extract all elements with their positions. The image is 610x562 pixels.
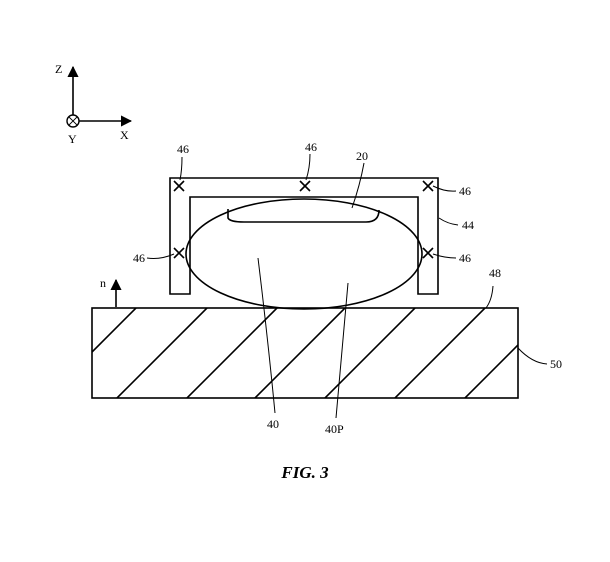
label-48: 48 (489, 266, 501, 280)
y-axis-into-page-icon (66, 114, 80, 128)
label-50: 50 (550, 357, 562, 371)
coordinate-axes: Z X Y (55, 62, 133, 146)
label-46-middle-left: 46 (133, 251, 145, 265)
substrate-rect (91, 307, 519, 399)
y-axis-label: Y (68, 132, 77, 146)
normal-vector: n (100, 276, 122, 307)
element-20 (227, 209, 380, 223)
x-marker-icon (173, 180, 185, 192)
holder-44 (169, 177, 439, 295)
substrate-hatching (92, 308, 518, 398)
x-marker-icon (299, 180, 311, 192)
label-40p: 40P (325, 422, 344, 436)
markers-46 (173, 180, 434, 259)
label-46-middle-right: 46 (459, 251, 471, 265)
reference-labels: 46 46 20 46 44 46 46 48 50 40 40P (133, 140, 562, 436)
label-20: 20 (356, 149, 368, 163)
label-40: 40 (267, 417, 279, 431)
leader-lines (146, 153, 548, 419)
label-46-top-center: 46 (305, 140, 317, 154)
normal-label: n (100, 276, 106, 290)
x-marker-icon (173, 247, 185, 259)
droplet-40 (185, 198, 423, 310)
figure-caption: FIG. 3 (280, 463, 329, 482)
x-axis-label: X (120, 128, 129, 142)
z-axis-label: Z (55, 62, 62, 76)
substrate-50 (91, 307, 519, 399)
label-46-top-left: 46 (177, 142, 189, 156)
x-marker-icon (422, 247, 434, 259)
x-marker-icon (422, 180, 434, 192)
label-44: 44 (462, 218, 474, 232)
label-46-top-right: 46 (459, 184, 471, 198)
